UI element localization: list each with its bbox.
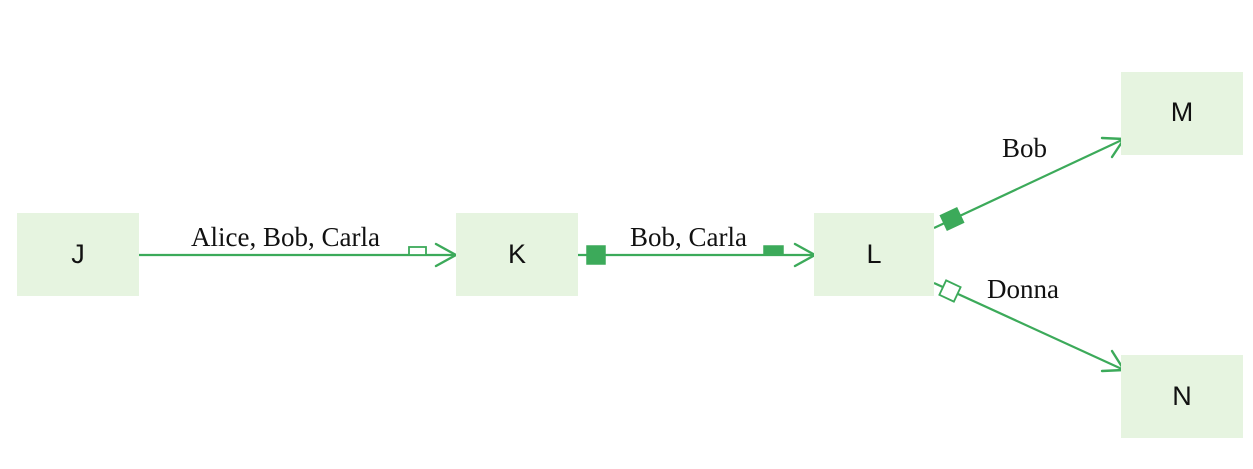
edge-l-n: Donna: [933, 274, 1126, 373]
node-l-label: L: [866, 239, 881, 269]
node-m-box: [1121, 72, 1243, 155]
node-j: J: [17, 213, 139, 296]
edge-l-m-filled-marker: [939, 206, 965, 232]
edge-l-m-label: Bob: [1002, 133, 1047, 163]
node-n-label: N: [1172, 381, 1192, 411]
node-l-box: [814, 213, 934, 296]
node-m: M: [1121, 72, 1243, 155]
edge-l-n-line: [933, 281, 1125, 372]
node-k: K: [456, 213, 578, 296]
node-l: L: [814, 213, 934, 296]
node-k-label: K: [508, 239, 526, 269]
edge-k-l-filled-end-marker: [763, 245, 784, 256]
node-j-label: J: [71, 239, 85, 269]
edge-j-k: Alice, Bob, Carla: [138, 222, 458, 268]
edge-l-n-label: Donna: [987, 274, 1059, 304]
node-n-box: [1121, 355, 1243, 438]
node-n: N: [1121, 355, 1243, 438]
edge-l-n-hollow-marker: [938, 279, 962, 303]
edge-k-l: Bob, Carla: [578, 222, 817, 268]
node-j-box: [17, 213, 139, 296]
edge-l-m-line: [933, 138, 1125, 229]
node-m-label: M: [1171, 97, 1194, 127]
edge-j-k-hollow-marker: [408, 246, 427, 256]
edge-j-k-label: Alice, Bob, Carla: [191, 222, 380, 252]
node-k-box: [456, 213, 578, 296]
edge-k-l-label: Bob, Carla: [630, 222, 747, 252]
edge-l-m: Bob: [933, 133, 1126, 232]
edge-k-l-filled-start-marker: [586, 245, 606, 265]
